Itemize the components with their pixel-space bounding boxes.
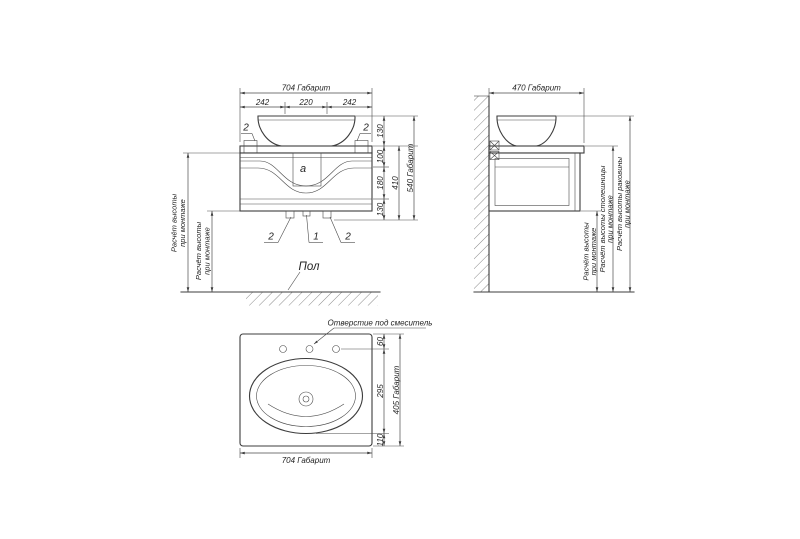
callout-2-bottom-right: 2 bbox=[344, 232, 351, 243]
note-height-line1: Расчёт высоты bbox=[582, 222, 591, 281]
dim-depth-total: 470 Габарит bbox=[512, 84, 561, 93]
top-dimension-bottom: 704 Габарит bbox=[239, 448, 373, 465]
side-wall bbox=[473, 95, 635, 293]
mount-note-1-line2: при монтаже bbox=[178, 199, 187, 247]
front-section-hatch: a bbox=[292, 152, 322, 187]
dim-hole-to-bowl-front: 295 bbox=[376, 384, 385, 399]
top-dimensions-right: 60 295 110 405 Габарит bbox=[316, 333, 404, 446]
dim-width-total: 704 Габарит bbox=[282, 84, 331, 93]
section-label-a: a bbox=[300, 163, 306, 175]
front-countertop bbox=[239, 145, 373, 154]
callout-2-top-left: 2 bbox=[242, 123, 249, 134]
callout-1-bottom-center: 1 bbox=[313, 232, 319, 243]
dim-apron-height: 100 bbox=[376, 149, 385, 163]
front-callouts: 2 2 2 1 2 bbox=[241, 123, 371, 243]
mount-note-1-line1: Расчёт высоты bbox=[170, 193, 179, 252]
dim-drawer-height: 180 bbox=[376, 176, 385, 190]
side-height-notes: Расчёт высоты при монтаже Расчёт высоты … bbox=[557, 115, 634, 292]
side-countertop bbox=[488, 145, 585, 154]
top-faucet-leader: Отверстие под смеситель bbox=[313, 319, 433, 345]
callout-2-top-right: 2 bbox=[362, 123, 369, 134]
faucet-hole-note: Отверстие под смеситель bbox=[328, 319, 433, 328]
floor-label: Пол bbox=[299, 261, 320, 273]
dim-width-left: 242 bbox=[255, 98, 270, 107]
mount-note-2-line2: при монтаже bbox=[203, 227, 212, 275]
front-floor: Пол bbox=[180, 261, 381, 306]
dim-width-total-top: 704 Габарит bbox=[282, 456, 331, 465]
note-sink-line1: Расчёт высоты раковины bbox=[615, 156, 624, 251]
note-countertop-line2: при монтаже bbox=[606, 195, 615, 243]
dim-sink-height: 130 bbox=[376, 124, 385, 138]
side-dimension-depth: 470 Габарит bbox=[488, 84, 585, 143]
front-dimensions-left: Расчёт высоты при монтаже Расчёт высоты … bbox=[170, 152, 240, 292]
dim-height-total: 540 Габарит bbox=[406, 143, 415, 192]
top-countertop bbox=[239, 333, 373, 447]
dim-base-height: 130 bbox=[376, 202, 385, 216]
front-cabinet-body bbox=[239, 152, 373, 212]
side-cabinet-body bbox=[488, 152, 581, 212]
mount-note-2-line1: Расчёт высоты bbox=[194, 221, 203, 280]
front-dimensions-right: 130 100 180 130 410 540 Габарит bbox=[334, 115, 418, 221]
floor-hatch bbox=[246, 292, 378, 306]
note-countertop-line1: Расчёт высоты столешницы bbox=[598, 165, 607, 272]
top-basin bbox=[248, 357, 364, 435]
top-faucet-holes bbox=[279, 345, 340, 353]
section-label-halo bbox=[296, 162, 310, 176]
dim-bowl-to-front-edge: 110 bbox=[376, 433, 385, 446]
note-sink-line2: при монтаже bbox=[623, 180, 632, 228]
front-dimensions-top: 704 Габарит 242 220 242 bbox=[239, 84, 373, 142]
drain-outer bbox=[298, 391, 314, 407]
top-view: Отверстие под смеситель 60 295 110 405 Г… bbox=[239, 319, 433, 465]
dim-width-center: 220 bbox=[298, 98, 313, 107]
dim-back-to-hole: 60 bbox=[376, 337, 385, 346]
callout-2-bottom-left: 2 bbox=[267, 232, 274, 243]
dim-depth-total-top: 405 Габарит bbox=[392, 365, 401, 414]
side-wall-bracket bbox=[489, 140, 500, 160]
dim-width-right: 242 bbox=[342, 98, 357, 107]
side-view: 470 Габарит Расчёт высоты при монтаже Ра… bbox=[473, 84, 635, 293]
front-view: a 2 2 2 1 2 bbox=[170, 84, 418, 306]
drain-inner bbox=[302, 395, 310, 403]
dim-cabinet-height: 410 bbox=[391, 176, 400, 190]
note-height-line2: при монтаже bbox=[589, 228, 598, 276]
